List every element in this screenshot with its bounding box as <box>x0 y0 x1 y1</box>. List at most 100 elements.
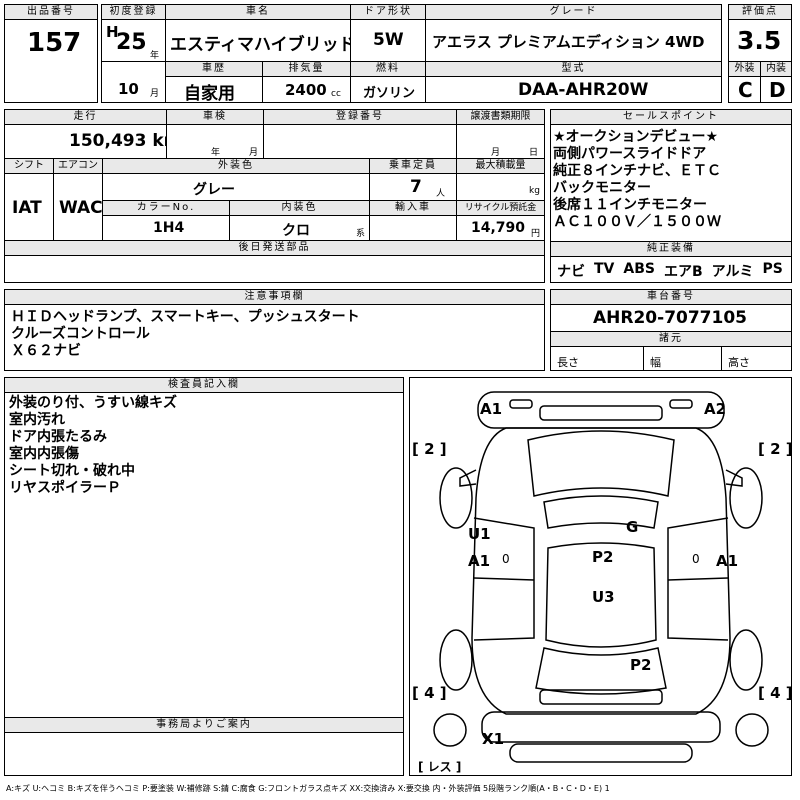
transfer-cell: 月 日 <box>456 124 545 159</box>
inspector-header: 検査員記入欄 <box>4 377 404 393</box>
transfer-month-unit: 月 <box>491 148 501 158</box>
body-outline-shape <box>471 427 731 715</box>
month-cell: 10 月 <box>101 61 166 103</box>
rear-window-shape <box>535 647 667 695</box>
door-cell: 5W <box>350 19 426 62</box>
capacity-cell: 7 人 <box>369 173 457 201</box>
hood-shape <box>527 430 675 497</box>
reg-month: 10 <box>118 80 139 98</box>
mark-u3-roof: U3 <box>592 588 615 606</box>
notes-header: 注意事項欄 <box>4 289 545 305</box>
color-header: 外装色 <box>102 158 370 174</box>
chassis-cell: AHR20-7077105 <box>550 304 792 332</box>
first-reg-header: 初度登録 <box>101 4 166 20</box>
history-cell: 自家用 <box>165 76 263 103</box>
inspection-header: 車検 <box>166 109 264 125</box>
int-color-unit: 系 <box>356 229 366 239</box>
history-header: 車歴 <box>165 61 263 77</box>
inspector-note-line: シート切れ・破れ中 <box>9 463 135 479</box>
front-grille-shape <box>539 405 663 421</box>
era: H <box>106 23 119 41</box>
equipment-item: ナビ <box>557 264 585 280</box>
spare-left-wheel-shape <box>433 713 467 747</box>
damage-diagram-frame: A1 A2 [ 2 ] [ 2 ] U1 A1 0 G P2 U3 0 A1 P… <box>409 377 792 776</box>
history: 自家用 <box>184 84 235 103</box>
fuel-header: 燃料 <box>350 61 426 77</box>
import-cell <box>369 215 457 241</box>
mark-g-hood: G <box>626 518 639 536</box>
inspection-month-unit: 月 <box>249 148 259 158</box>
mark-les: [ レス ] <box>418 760 462 774</box>
color-no-cell: 1H4 <box>102 215 230 241</box>
equipment-item: エアB <box>663 264 703 280</box>
score-cell: 3.5 <box>728 19 792 62</box>
right-doors-shape <box>667 517 729 641</box>
int-color-cell: クロ 系 <box>229 215 370 241</box>
int-header: 内装 <box>760 61 792 77</box>
int-color-header: 内装色 <box>229 200 370 216</box>
mark-bracket-4-right: [ 4 ] <box>758 684 792 702</box>
height-label: 高さ <box>728 356 750 369</box>
width-label: 幅 <box>650 356 661 369</box>
mark-zero-right: 0 <box>692 552 700 566</box>
equipment-header: 純正装備 <box>550 241 792 257</box>
first-reg-cell: H 25 年 <box>101 19 166 62</box>
equipment-item: TV <box>594 261 615 277</box>
length-label: 長さ <box>557 356 579 369</box>
sales-point-line: 両側パワースライドドア <box>553 146 707 162</box>
car-outline-diagram <box>433 391 769 763</box>
displacement-unit: cc <box>331 89 341 99</box>
rear-bumper-shape <box>481 711 721 743</box>
height-cell: 高さ <box>721 346 792 371</box>
equipment-cell: ナビTVABSエアBアルミPSPW <box>550 256 792 283</box>
left-doors-shape <box>473 517 535 641</box>
mileage-cell: 150,493 km <box>4 124 167 159</box>
load-header: 最大積載量 <box>456 158 545 174</box>
mark-zero-left: 0 <box>502 552 510 566</box>
aircon-header: エアコン <box>53 158 103 174</box>
legend-text: A:キズ U:ヘコミ B:キズを伴うヘコミ P:要塗装 W:補修跡 S:錆 C:… <box>6 784 610 793</box>
load-cell: kg <box>456 173 545 201</box>
color-no: 1H4 <box>153 220 185 236</box>
width-cell: 幅 <box>643 346 722 371</box>
sales-point-line: 後席１１インチモニター <box>553 197 707 213</box>
lot-no-cell: 157 <box>4 19 98 103</box>
ext-grade: C <box>738 78 753 102</box>
displacement-cell: 2400 cc <box>262 76 351 103</box>
front-left-wheel-shape <box>439 467 473 529</box>
recycle-unit: 円 <box>531 229 541 239</box>
shift-header: シフト <box>4 158 54 174</box>
mark-x1-bumper: X1 <box>482 730 505 748</box>
ext-header: 外装 <box>728 61 761 77</box>
note-line: Ｘ６２ナビ <box>11 343 81 359</box>
int-grade: D <box>769 78 786 102</box>
sales-points-header: セールスポイント <box>550 109 792 125</box>
capacity: 7 <box>410 177 422 197</box>
load-unit: kg <box>529 186 540 196</box>
int-color: クロ <box>282 223 310 239</box>
chassis-number: AHR20-7077105 <box>593 308 747 328</box>
lot-no-header: 出品番号 <box>4 4 98 20</box>
note-line: ＨＩＤヘッドランプ、スマートキー、プッシュスタート <box>11 309 360 325</box>
inspector-note-line: 室内内張傷 <box>9 446 79 462</box>
office-header: 事務局よりご案内 <box>4 717 404 733</box>
front-bumper-shape <box>477 391 725 429</box>
reg-year: 25 <box>116 30 147 55</box>
recycle: 14,790 <box>471 220 526 236</box>
car-name-cell: エスティマハイブリッド <box>165 19 351 62</box>
fuel-cell: ガソリン <box>350 76 426 103</box>
rear-right-wheel-shape <box>729 629 763 691</box>
mark-p2-rear: P2 <box>630 656 652 674</box>
aircon: WAC <box>59 198 103 218</box>
inspector-note-line: 室内汚れ <box>9 412 65 428</box>
car-name: エスティマハイブリッド <box>170 35 351 55</box>
month-unit: 月 <box>150 89 160 99</box>
door-header: ドア形状 <box>350 4 426 20</box>
inspector-note-line: 外装のり付、うすい線キズ <box>9 395 177 411</box>
car-name-header: 車名 <box>165 4 351 20</box>
color-no-header: カラーNo. <box>102 200 230 216</box>
aircon-cell: WAC <box>53 173 103 241</box>
inspector-list: 外装のり付、うすい線キズ室内汚れドア内張たるみ室内内張傷シート切れ・破れ中リヤス… <box>9 395 177 497</box>
mark-bracket-2-left: [ 2 ] <box>412 440 447 458</box>
